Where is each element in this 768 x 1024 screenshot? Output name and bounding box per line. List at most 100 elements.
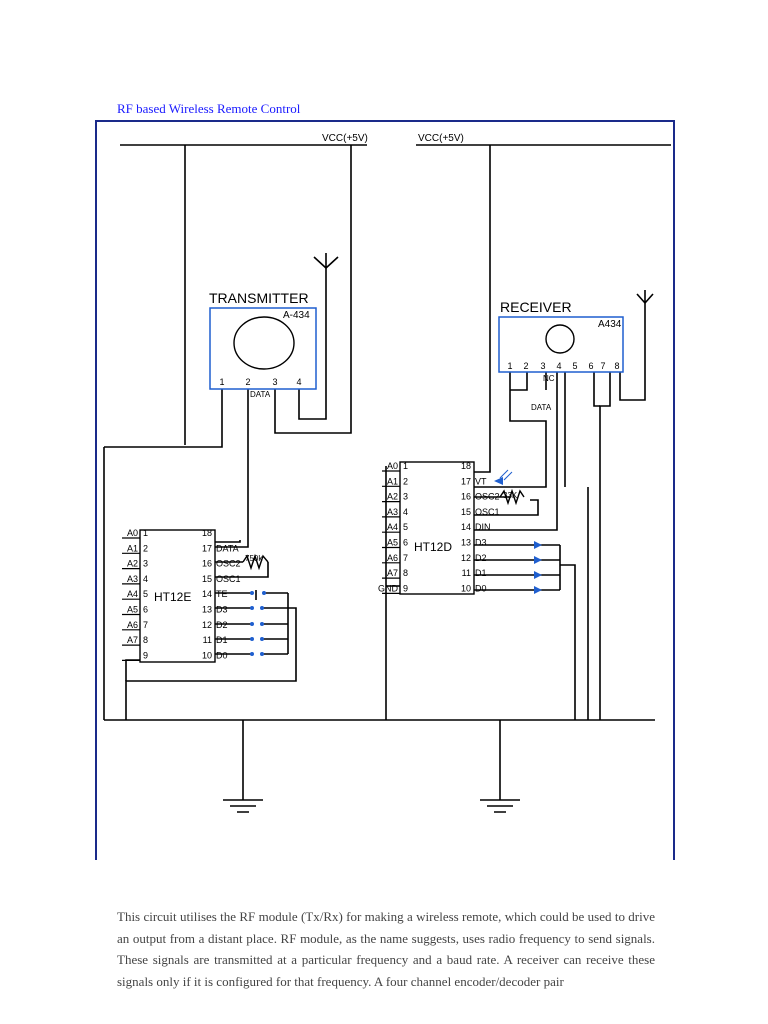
decoder-pin-number: 9	[403, 583, 408, 593]
decoder-pin-label: A0	[387, 461, 398, 471]
encoder-pin-label: A5	[127, 605, 138, 615]
decoder-pin-number: 13	[461, 538, 471, 548]
encoder-ic	[139, 529, 216, 663]
transmitter-pin-number: 3	[272, 377, 277, 387]
receiver-pin-number: 3	[540, 361, 545, 371]
decoder-pin-number: 15	[461, 507, 471, 517]
transmitter-crystal	[233, 316, 295, 370]
decoder-pin-label: A5	[387, 538, 398, 548]
encoder-pin-label: D0	[216, 650, 228, 660]
decoder-pin-label: A4	[387, 522, 398, 532]
encoder-pin-label: DATA	[216, 543, 239, 553]
receiver-pin-number: 7	[600, 361, 605, 371]
encoder-pin-number: 18	[202, 528, 212, 538]
encoder-pin-number: 13	[202, 605, 212, 615]
vcc-label-transmitter: VCC(+5V)	[322, 133, 368, 144]
decoder-pin-label: GND	[378, 583, 399, 593]
encoder-pin-label: TE	[216, 589, 228, 599]
decoder-pin-number: 7	[403, 553, 408, 563]
encoder-pin-label: D2	[216, 620, 228, 630]
receiver-pin-number: 8	[614, 361, 619, 371]
receiver-crystal	[545, 324, 575, 354]
encoder-pin-number: 1	[143, 528, 148, 538]
encoder-pin-number: 15	[202, 574, 212, 584]
encoder-resistor-label: 750k	[245, 554, 263, 563]
decoder-pin-label: DIN	[475, 522, 491, 532]
decoder-name: HT12D	[414, 540, 452, 554]
decoder-pin-label: D2	[475, 553, 487, 563]
encoder-pin-number: 4	[143, 574, 148, 584]
decoder-pin-number: 11	[462, 568, 471, 578]
encoder-name: HT12E	[154, 590, 191, 604]
encoder-pin-number: 16	[202, 559, 212, 569]
vcc-label-receiver: VCC(+5V)	[418, 133, 464, 144]
description-paragraph: This circuit utilises the RF module (Tx/…	[117, 909, 655, 989]
decoder-pin-number: 18	[461, 461, 471, 471]
decoder-pin-label: A6	[387, 553, 398, 563]
frame-top-border	[95, 120, 675, 122]
receiver-part: A434	[598, 319, 622, 330]
receiver-pin-number: 2	[523, 361, 528, 371]
decoder-pin-label: D3	[475, 538, 487, 548]
transmitter-module	[209, 307, 317, 390]
encoder-pin-number: 12	[202, 620, 212, 630]
transmitter-part: A-434	[283, 310, 310, 321]
encoder-pin-label: A1	[127, 543, 138, 553]
decoder-pin-label: OSC1	[475, 507, 500, 517]
decoder-pin-number: 8	[403, 568, 408, 578]
encoder-pin-label: A2	[127, 559, 138, 569]
receiver-label: RECEIVER	[500, 299, 572, 315]
decoder-pin-number: 10	[461, 583, 471, 593]
decoder-pin-number: 3	[403, 492, 408, 502]
decoder-pin-number: 14	[461, 522, 471, 532]
decoder-pin-label: A7	[387, 568, 398, 578]
receiver-pin-number: 5	[572, 361, 577, 371]
encoder-pin-label: A7	[127, 635, 138, 645]
transmitter-pin-number: 1	[219, 377, 224, 387]
decoder-pin-label: D0	[475, 583, 487, 593]
receiver-pin-number: 4	[556, 361, 561, 371]
transmitter-data-label: DATA	[250, 390, 271, 399]
decoder-pin-number: 5	[403, 522, 408, 532]
decoder-ic	[399, 461, 475, 595]
receiver-module	[498, 316, 624, 373]
encoder-pin-number: 8	[143, 635, 148, 645]
decoder-pin-number: 1	[403, 461, 408, 471]
encoder-pin-label: D3	[216, 605, 228, 615]
receiver-pin-number: 1	[507, 361, 512, 371]
encoder-pin-number: 14	[202, 589, 212, 599]
decoder-pin-label: A3	[387, 507, 398, 517]
encoder-pin-label: A3	[127, 574, 138, 584]
encoder-pin-number: 6	[143, 605, 148, 615]
encoder-pin-number: 11	[203, 635, 212, 645]
encoder-pin-number: 2	[143, 543, 148, 553]
decoder-pin-number: 17	[461, 476, 471, 486]
receiver-nc-label: NC	[543, 374, 555, 383]
encoder-pin-number: 9	[143, 650, 148, 660]
decoder-pin-number: 16	[461, 492, 471, 502]
decoder-resistor-label: 33K	[503, 491, 518, 500]
encoder-pin-number: 10	[202, 650, 212, 660]
page-title: RF based Wireless Remote Control	[117, 101, 301, 116]
encoder-pin-number: 17	[202, 543, 212, 553]
encoder-pin-label: A6	[127, 620, 138, 630]
receiver-data-label: DATA	[531, 403, 552, 412]
decoder-pin-number: 12	[461, 553, 471, 563]
decoder-pin-number: 2	[403, 476, 408, 486]
decoder-pin-number: 6	[403, 538, 408, 548]
transmitter-pin-number: 2	[245, 377, 250, 387]
frame-right-border	[673, 120, 675, 860]
decoder-pin-label: D1	[475, 568, 487, 578]
encoder-pin-label: OSC1	[216, 574, 241, 584]
encoder-pin-number: 3	[143, 559, 148, 569]
encoder-pin-number: 7	[143, 620, 148, 630]
encoder-pin-label: A4	[127, 589, 138, 599]
encoder-pin-label: OSC2	[216, 559, 241, 569]
receiver-pin-number: 6	[588, 361, 593, 371]
encoder-pin-label: A0	[127, 528, 138, 538]
encoder-pin-number: 5	[143, 589, 148, 599]
decoder-pin-label: A2	[387, 492, 398, 502]
frame-left-border	[95, 120, 97, 860]
decoder-pin-label: OSC2	[475, 492, 500, 502]
decoder-pin-label: A1	[387, 476, 398, 486]
